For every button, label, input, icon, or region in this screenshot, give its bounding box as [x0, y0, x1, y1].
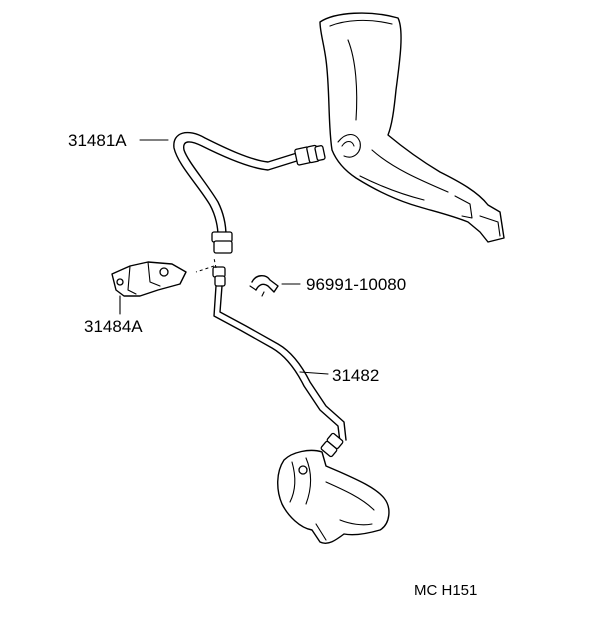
diagram-code: MC H151 [414, 582, 477, 599]
label-96991-10080: 96991-10080 [306, 275, 406, 294]
clip-96991-10080-drawing [249, 275, 279, 297]
bracket-31484a-drawing [111, 261, 187, 297]
label-31481a: 31481A [68, 131, 127, 150]
leader-lines [119, 139, 329, 375]
label-31484a: 31484A [84, 317, 143, 336]
master-cylinder-drawing [319, 12, 505, 243]
tube-31482-drawing [195, 257, 347, 458]
label-31482: 31482 [332, 366, 379, 385]
slave-cylinder-drawing [277, 449, 390, 544]
hose-31481a-drawing [173, 131, 326, 254]
